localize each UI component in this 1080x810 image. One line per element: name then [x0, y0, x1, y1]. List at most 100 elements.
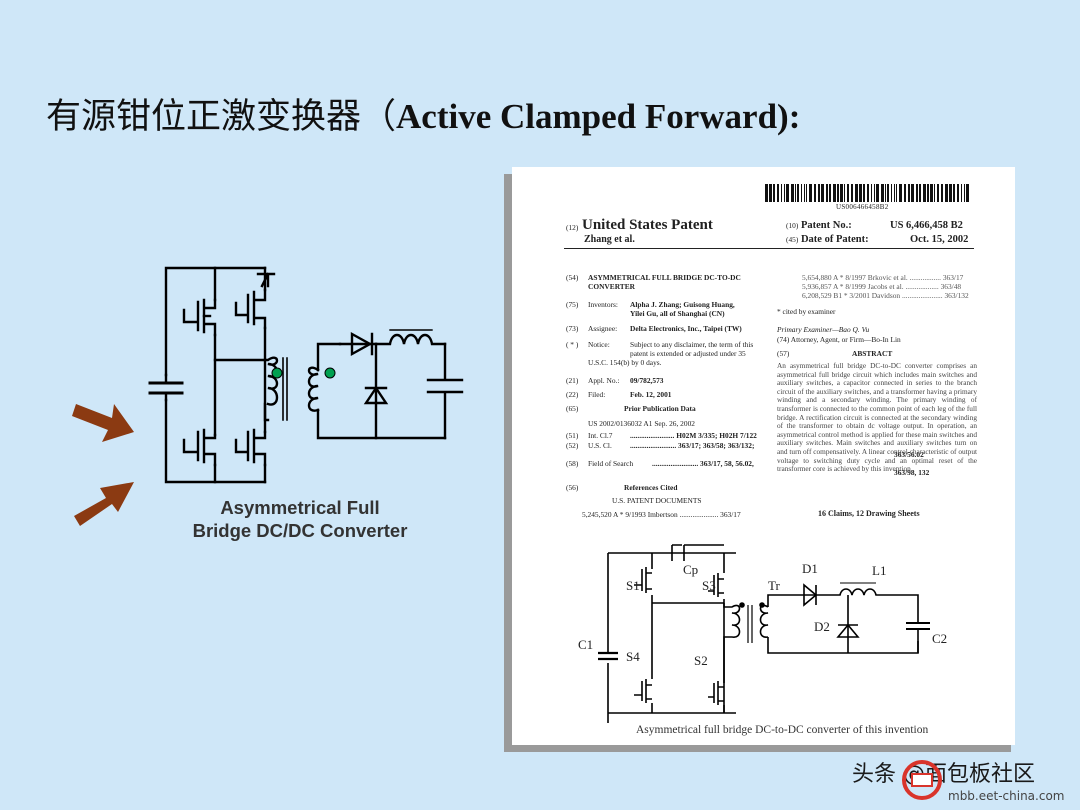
- barcode-bar: [847, 184, 849, 202]
- barcode-bar: [891, 184, 892, 202]
- figure-caption: Asymmetrical full bridge DC-to-DC conver…: [636, 724, 929, 736]
- barcode-bar: [934, 184, 935, 202]
- field-code: (73): [566, 324, 579, 333]
- code-45: (45): [786, 235, 799, 244]
- reference-row: 5,654,880 A * 8/1997 Brkovic et al. ....…: [802, 273, 964, 282]
- primary-examiner: Primary Examiner—Bao Q. Vu: [777, 325, 870, 334]
- barcode-bar: [786, 184, 789, 202]
- barcode-bar: [871, 184, 872, 202]
- barcode-number: US006466458B2: [836, 203, 889, 211]
- watermark-url: mbb.eet-china.com: [948, 789, 1065, 803]
- barcode-bar: [833, 184, 836, 202]
- barcode-bar: [916, 184, 918, 202]
- patent-date: Oct. 15, 2002: [910, 234, 969, 245]
- field-value-continued: 363/56.02: [894, 450, 924, 459]
- barcode-bar: [896, 184, 897, 202]
- barcode-bar: [781, 184, 782, 202]
- label-s1: S1: [626, 578, 640, 593]
- barcode-bar: [885, 184, 886, 202]
- field-value: Prior Publication Data: [624, 404, 696, 413]
- field-value: U.S.C. 154(b) by 0 days.: [588, 358, 662, 367]
- field-code: (54): [566, 273, 579, 282]
- label-c1: C1: [578, 637, 594, 652]
- barcode-bar: [837, 184, 839, 202]
- field-code: ( * ): [566, 340, 579, 349]
- field-code: (75): [566, 300, 579, 309]
- field-label: Assignee:: [588, 324, 618, 333]
- field-label: Inventors:: [588, 300, 618, 309]
- title-chinese: 有源钳位正激变换器（: [46, 97, 397, 137]
- field-code: (56): [566, 483, 579, 492]
- barcode-bar: [867, 184, 869, 202]
- barcode-bar: [855, 184, 858, 202]
- barcode-bar: [818, 184, 820, 202]
- barcode-bar: [804, 184, 805, 202]
- patent-date-label: Date of Patent:: [800, 234, 869, 245]
- cited-by-examiner: * cited by examiner: [777, 307, 836, 316]
- slide-title: 有源钳位正激变换器（Active Clamped Forward):: [46, 88, 800, 139]
- barcode-bar: [927, 184, 929, 202]
- field-value-continued: 363/98, 132: [894, 468, 930, 477]
- barcode-bar: [784, 184, 785, 202]
- barcode-bar: [874, 184, 875, 202]
- field-code: (22): [566, 390, 579, 399]
- field-label: Int. Cl.7: [588, 431, 613, 440]
- field-label: Field of Search: [588, 459, 634, 468]
- field-code: (65): [566, 404, 579, 413]
- patent-figure: [598, 544, 930, 723]
- label-c2: C2: [932, 631, 948, 646]
- barcode-bar: [826, 184, 828, 202]
- patent-type: United States Patent: [582, 217, 713, 233]
- code-12: (12): [566, 223, 579, 232]
- field-code: (52): [566, 441, 579, 450]
- field-value: ........................ H02M 3/335; H02…: [630, 431, 757, 440]
- barcode-bar: [829, 184, 831, 202]
- left-caption-line2: Bridge DC/DC Converter: [192, 520, 408, 541]
- field-code: (21): [566, 376, 579, 385]
- watermark-text: 头条 @面包板社区: [852, 762, 1035, 787]
- field-label: Filed:: [588, 390, 606, 399]
- field-label: U.S. Cl.: [588, 441, 612, 450]
- barcode-bar: [930, 184, 933, 202]
- field-value: Alpha J. Zhang; Guisong Huang,: [630, 300, 735, 309]
- barcode-bar: [964, 184, 965, 202]
- title-english: Active Clamped Forward):: [396, 97, 801, 136]
- barcode-bar: [769, 184, 772, 202]
- barcode-bar: [908, 184, 910, 202]
- arrow-upper: [72, 404, 134, 442]
- barcode-bar: [801, 184, 802, 202]
- barcode-bar: [919, 184, 921, 202]
- patent-document: US006466458B2 (12) United States Patent …: [512, 167, 1015, 745]
- barcode-bar: [881, 184, 884, 202]
- field-value: U.S. PATENT DOCUMENTS: [612, 496, 702, 505]
- reference-row: 5,936,857 A * 8/1999 Jacobs et al. .....…: [802, 282, 962, 291]
- barcode-bar: [961, 184, 962, 202]
- field-code: (58): [566, 459, 579, 468]
- code-10: (10): [786, 221, 799, 230]
- barcode-bar: [894, 184, 895, 202]
- left-circuit-diagram: [148, 266, 464, 484]
- field-value: ASYMMETRICAL FULL BRIDGE DC-TO-DC: [588, 273, 741, 282]
- barcode-bar: [887, 184, 889, 202]
- barcode-bar: [773, 184, 775, 202]
- barcode-bar: [777, 184, 779, 202]
- barcode-bar: [945, 184, 948, 202]
- arrow-lower: [74, 482, 134, 526]
- field-value-continued: CONVERTER: [588, 282, 635, 291]
- barcode-bar: [859, 184, 862, 202]
- field-label: Appl. No.:: [588, 376, 620, 385]
- barcode-bar: [957, 184, 959, 202]
- left-caption-line1: Asymmetrical Full: [220, 497, 380, 518]
- barcode-bar: [809, 184, 812, 202]
- label-s4: S4: [626, 649, 640, 664]
- field-value-continued: patent is extended or adjusted under 35: [630, 349, 746, 358]
- label-l1: L1: [872, 563, 887, 578]
- field-value: Delta Electronics, Inc., Taipei (TW): [630, 324, 742, 333]
- barcode-bar: [840, 184, 843, 202]
- abstract-heading: ABSTRACT: [852, 349, 893, 358]
- field-value: References Cited: [624, 483, 678, 492]
- attorney: (74) Attorney, Agent, or Firm—Bo-In Lin: [777, 335, 901, 344]
- label-s3: S3: [702, 578, 716, 593]
- field-value: 09/782,573: [630, 376, 664, 385]
- patent-date-row: (45) Date of Patent: Oct. 15, 2002: [786, 234, 968, 245]
